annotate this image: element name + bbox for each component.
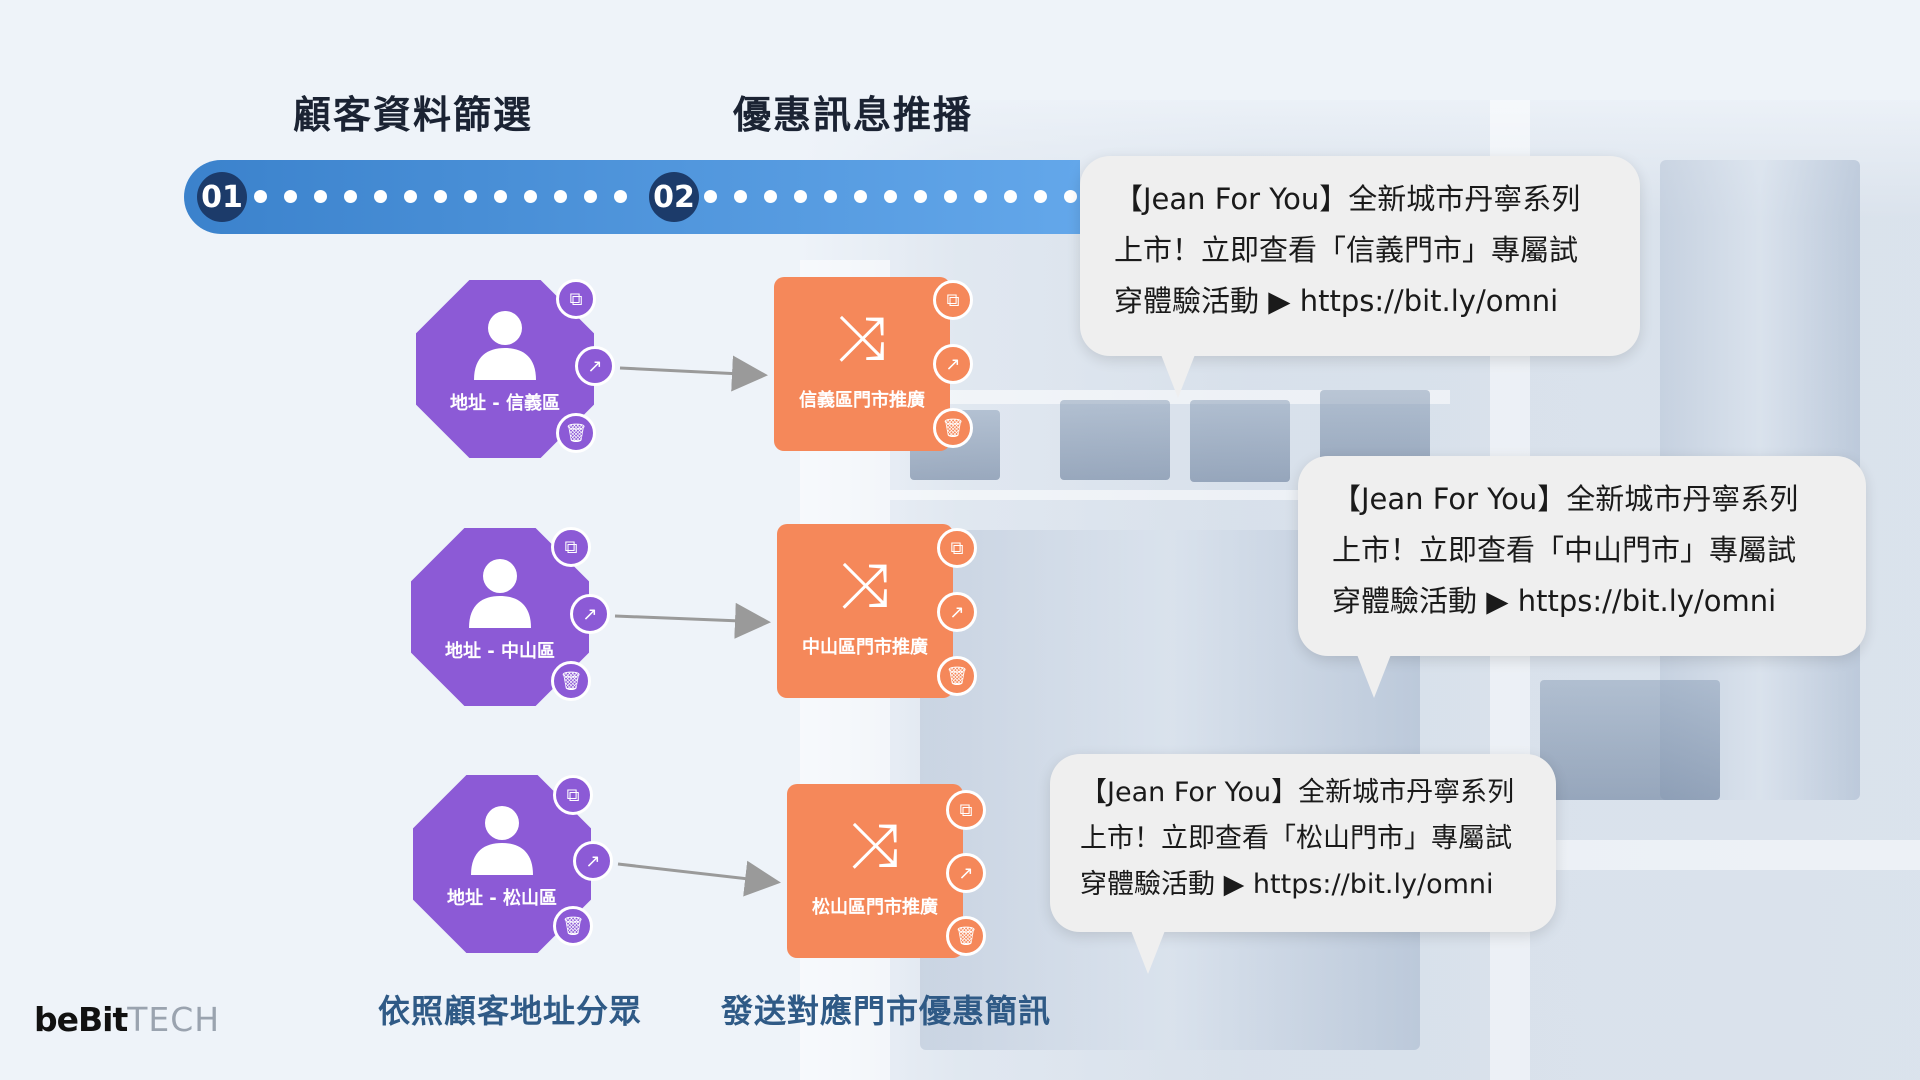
step1-number: 01	[197, 172, 247, 222]
segment-label: 地址 - 中山區	[411, 640, 589, 664]
timeline-dot	[314, 190, 327, 203]
sms-bubble-zhongshan: 【Jean For You】全新城市丹寧系列 上市！立即查看「中山門市」專屬試 …	[1298, 456, 1866, 656]
campaign-label: 信義區門市推廣	[774, 389, 950, 413]
timeline-dot	[254, 190, 267, 203]
arrow-row-2	[615, 616, 765, 622]
company-logo: beBitTECH	[34, 1000, 220, 1039]
timeline-dot	[1004, 190, 1017, 203]
timeline-dot	[854, 190, 867, 203]
copy-icon[interactable]: ⧉	[556, 279, 596, 319]
sms-line: 穿體驗活動 ▶ https://bit.ly/omni	[1080, 862, 1526, 908]
copy-icon[interactable]: ⧉	[553, 775, 593, 815]
user-icon	[463, 554, 537, 628]
sms-line: 穿體驗活動 ▶ https://bit.ly/omni	[1114, 276, 1606, 327]
step1-heading: 顧客資料篩選	[293, 84, 533, 139]
arrow-row-1	[620, 368, 762, 375]
timeline-dot	[974, 190, 987, 203]
trash-icon[interactable]: 🗑	[553, 906, 593, 946]
segment-label: 地址 - 信義區	[416, 392, 594, 416]
sms-line: 【Jean For You】全新城市丹寧系列	[1332, 474, 1832, 525]
step2-number: 02	[649, 172, 699, 222]
timeline-dot	[764, 190, 777, 203]
trash-icon[interactable]: 🗑	[937, 656, 977, 696]
shuffle-icon: ⤨	[774, 303, 950, 373]
trend-icon[interactable]: ↗	[946, 853, 986, 893]
campaign-node-xinyi[interactable]: ⤨ 信義區門市推廣	[774, 277, 950, 451]
campaign-node-songshan[interactable]: ⤨ 松山區門市推廣	[787, 784, 963, 958]
sms-bubble-songshan: 【Jean For You】全新城市丹寧系列 上市！立即查看「松山門市」專屬試 …	[1050, 754, 1556, 932]
sms-line: 上市！立即查看「松山門市」專屬試	[1080, 816, 1526, 862]
copy-icon[interactable]: ⧉	[933, 280, 973, 320]
trend-icon[interactable]: ↗	[573, 841, 613, 881]
trash-icon[interactable]: 🗑	[946, 916, 986, 956]
footer-label-segmentation: 依照顧客地址分眾	[378, 986, 642, 1032]
arrow-row-3	[618, 864, 775, 882]
timeline-dot	[374, 190, 387, 203]
copy-icon[interactable]: ⧉	[937, 528, 977, 568]
copy-icon[interactable]: ⧉	[551, 527, 591, 567]
sms-bubble-xinyi: 【Jean For You】全新城市丹寧系列 上市！立即查看「信義門市」專屬試 …	[1080, 156, 1640, 356]
timeline-dot	[884, 190, 897, 203]
trash-icon[interactable]: 🗑	[551, 661, 591, 701]
sms-line: 上市！立即查看「中山門市」專屬試	[1332, 525, 1832, 576]
trend-icon[interactable]: ↗	[575, 346, 615, 386]
sms-line: 【Jean For You】全新城市丹寧系列	[1080, 770, 1526, 816]
trend-icon[interactable]: ↗	[937, 592, 977, 632]
timeline-dot	[614, 190, 627, 203]
campaign-node-zhongshan[interactable]: ⤨ 中山區門市推廣	[777, 524, 953, 698]
timeline-dot	[554, 190, 567, 203]
timeline-dot	[494, 190, 507, 203]
trend-icon[interactable]: ↗	[933, 344, 973, 384]
trash-icon[interactable]: 🗑	[933, 408, 973, 448]
timeline-dot	[404, 190, 417, 203]
shuffle-icon: ⤨	[787, 810, 963, 880]
timeline-dot	[344, 190, 357, 203]
user-icon	[468, 306, 542, 380]
timeline-dot	[464, 190, 477, 203]
timeline-dot	[944, 190, 957, 203]
timeline-dot	[704, 190, 717, 203]
timeline-dot	[914, 190, 927, 203]
logo-part1: beBit	[34, 1000, 127, 1039]
timeline-bar: 01 02	[184, 160, 1080, 234]
logo-part2: TECH	[127, 1000, 220, 1039]
trash-icon[interactable]: 🗑	[556, 413, 596, 453]
footer-label-send-sms: 發送對應門市優惠簡訊	[721, 986, 1051, 1032]
trend-icon[interactable]: ↗	[570, 594, 610, 634]
shuffle-icon: ⤨	[777, 550, 953, 620]
timeline-dot	[524, 190, 537, 203]
sms-line: 【Jean For You】全新城市丹寧系列	[1114, 174, 1606, 225]
timeline-dot	[794, 190, 807, 203]
timeline-dot	[584, 190, 597, 203]
timeline-dot	[284, 190, 297, 203]
timeline-dot	[1034, 190, 1047, 203]
campaign-label: 松山區門市推廣	[787, 896, 963, 920]
campaign-label: 中山區門市推廣	[777, 636, 953, 660]
timeline-dot	[1064, 190, 1077, 203]
step2-heading: 優惠訊息推播	[733, 84, 973, 139]
copy-icon[interactable]: ⧉	[946, 790, 986, 830]
timeline-dot	[734, 190, 747, 203]
sms-line: 穿體驗活動 ▶ https://bit.ly/omni	[1332, 576, 1832, 627]
timeline-dot	[824, 190, 837, 203]
timeline-dot	[434, 190, 447, 203]
sms-line: 上市！立即查看「信義門市」專屬試	[1114, 225, 1606, 276]
user-icon	[465, 801, 539, 875]
